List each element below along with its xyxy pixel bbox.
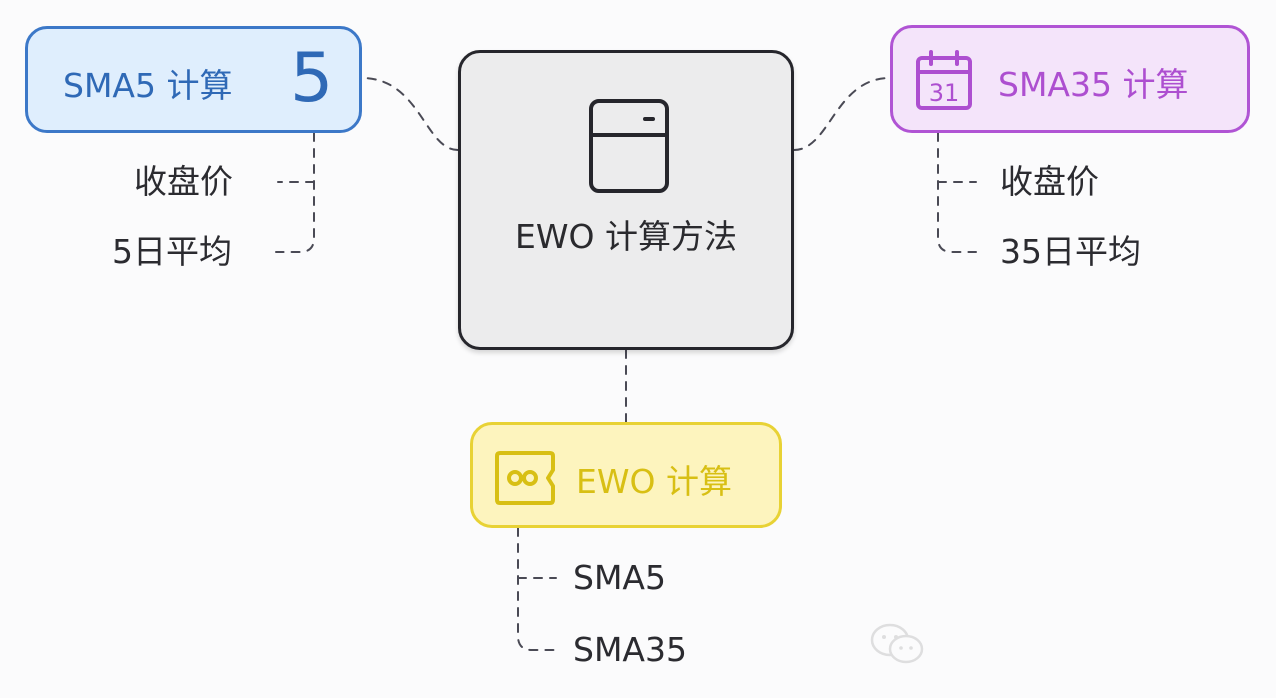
wechat-icon <box>870 622 926 670</box>
ewo-calc-node[interactable]: EWO 计算 <box>470 422 782 528</box>
sma35-leaf-average: 35日平均 <box>1000 232 1141 271</box>
number-five-icon: 5 <box>290 39 334 118</box>
connector-sma5-leaf-1 <box>275 132 315 253</box>
calculator-icon <box>589 99 669 197</box>
sma35-node[interactable]: 31 SMA35 计算 <box>890 25 1250 133</box>
sma5-title: SMA5 计算 <box>63 66 233 105</box>
sma35-title: SMA35 计算 <box>998 65 1189 104</box>
ewo-leaf-sma35: SMA35 <box>573 630 687 669</box>
sma5-leaf-average: 5日平均 <box>112 232 232 271</box>
ewo-method-node[interactable]: EWO 计算方法 <box>458 50 794 350</box>
ewo-leaf-sma5: SMA5 <box>573 558 666 597</box>
connector-center-to-sma35 <box>793 77 891 151</box>
oscillator-icon <box>494 450 556 510</box>
ewo-method-title: EWO 计算方法 <box>515 217 737 256</box>
connector-ewo-leaf-1 <box>517 527 557 651</box>
sma5-node[interactable]: SMA5 计算 5 <box>25 26 362 133</box>
connector-sma35-leaf-1 <box>937 132 977 253</box>
sma5-leaf-close-price: 收盘价 <box>134 162 233 201</box>
svg-text:31: 31 <box>929 79 960 107</box>
sma35-leaf-close-price: 收盘价 <box>1000 162 1099 201</box>
ewo-calc-title: EWO 计算 <box>576 462 732 501</box>
calendar-31-icon: 31 <box>915 50 973 116</box>
connector-center-to-sma5 <box>361 77 459 151</box>
